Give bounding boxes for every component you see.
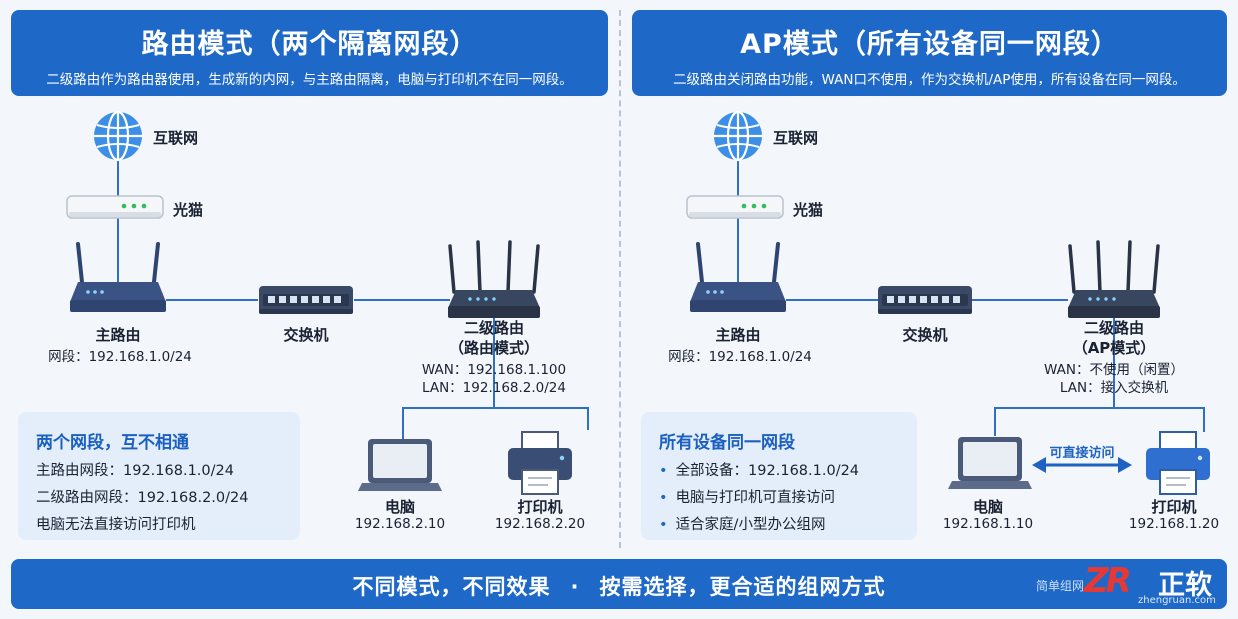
switch-icon <box>259 286 353 314</box>
left-info-box: 两个网段，互不相通 主路由网段：192.168.1.0/24 二级路由网段：19… <box>18 412 300 540</box>
secondary-router-mode: （AP模式） <box>1072 339 1156 357</box>
modem-icon <box>66 195 164 219</box>
printer-label: 打印机 <box>1151 498 1197 516</box>
main-router-segment: 网段：192.168.1.0/24 <box>48 349 192 365</box>
pc-ip: 192.168.2.10 <box>354 516 446 532</box>
internet-label: 互联网 <box>773 129 819 147</box>
modem-label: 光猫 <box>173 201 204 219</box>
pc-label: 电脑 <box>384 498 416 516</box>
list-item: 二级路由网段：192.168.2.0/24 <box>36 490 249 506</box>
printer-icon <box>507 431 573 495</box>
secondary-router-mode: （路由模式） <box>448 339 540 357</box>
brand-letters: ZR <box>1084 561 1132 601</box>
printer-label: 打印机 <box>517 498 563 516</box>
modem-icon <box>686 195 784 219</box>
list-item: 电脑与打印机可直接访问 <box>659 485 859 512</box>
left-info-title: 两个网段，互不相通 <box>36 433 189 453</box>
footer-text: 不同模式，不同效果 · 按需选择，更合适的组网方式 <box>11 571 1227 601</box>
list-item: 主路由网段：192.168.1.0/24 <box>36 463 234 479</box>
lan-label: LAN：接入交换机 <box>1059 380 1169 396</box>
brand-domain: zhengruan.com <box>1138 595 1216 606</box>
modem-label: 光猫 <box>793 201 824 219</box>
right-panel-subtitle: 二级路由关闭路由功能，WAN口不使用，作为交换机/AP使用，所有设备在同一网段。 <box>673 72 1186 88</box>
double-arrow-icon <box>1032 457 1132 473</box>
right-info-title: 所有设备同一网段 <box>659 433 795 453</box>
main-router-label: 主路由 <box>715 326 761 344</box>
left-panel-header: 路由模式（两个隔离网段） 二级路由作为路由器使用，生成新的内网，与主路由隔离，电… <box>11 10 608 96</box>
right-panel-title: AP模式（所有设备同一网段） <box>740 29 1119 60</box>
footer-part2: 按需选择，更合适的组网方式 <box>599 575 886 599</box>
wan-label: WAN：192.168.1.100 <box>421 362 567 378</box>
footer-part1: 不同模式，不同效果 <box>352 575 551 599</box>
list-item: 适合家庭/小型办公组网 <box>659 512 859 539</box>
switch-label: 交换机 <box>283 326 329 344</box>
footer-separator: · <box>570 575 580 599</box>
left-panel-subtitle: 二级路由作为路由器使用，生成新的内网，与主路由隔离，电脑与打印机不在同一网段。 <box>46 72 573 88</box>
main-router-segment: 网段：192.168.1.0/24 <box>668 349 812 365</box>
router-icon <box>446 240 542 320</box>
lan-label: LAN：192.168.2.0/24 <box>422 380 566 396</box>
router-icon <box>1066 240 1162 320</box>
left-panel-title: 路由模式（两个隔离网段） <box>141 29 478 60</box>
wan-label: WAN：不使用（闲置） <box>1044 362 1184 378</box>
printer-ip: 192.168.2.20 <box>494 516 586 532</box>
brand-logo: ZR 正软 zhengruan.com <box>1082 561 1228 609</box>
internet-label: 互联网 <box>153 129 199 147</box>
left-info-list: 主路由网段：192.168.1.0/24 二级路由网段：192.168.2.0/… <box>36 458 248 539</box>
secondary-router-label: 二级路由 <box>1083 319 1145 337</box>
direct-access-label: 可直接访问 <box>1049 446 1115 461</box>
watermark-text: 简单组网 <box>1036 579 1085 593</box>
brand-name: 正软 <box>1158 570 1212 601</box>
laptop-icon <box>358 439 442 491</box>
footer-banner: 不同模式，不同效果 · 按需选择，更合适的组网方式 <box>11 559 1227 609</box>
right-panel-header: AP模式（所有设备同一网段） 二级路由关闭路由功能，WAN口不使用，作为交换机/… <box>632 10 1227 96</box>
right-links <box>737 160 1205 436</box>
switch-icon <box>878 286 972 314</box>
secondary-router-label: 二级路由 <box>463 319 525 337</box>
right-info-list: 全部设备：192.168.1.0/24 电脑与打印机可直接访问 适合家庭/小型办… <box>659 458 859 539</box>
pc-ip: 192.168.1.10 <box>942 516 1034 532</box>
pc-label: 电脑 <box>972 498 1004 516</box>
list-item: 电脑无法直接访问打印机 <box>36 517 196 533</box>
printer-ip: 192.168.1.20 <box>1128 516 1220 532</box>
main-router-label: 主路由 <box>95 326 141 344</box>
right-info-box: 所有设备同一网段 全部设备：192.168.1.0/24 电脑与打印机可直接访问… <box>641 412 917 540</box>
globe-icon <box>92 110 144 162</box>
switch-label: 交换机 <box>902 326 948 344</box>
list-item: 全部设备：192.168.1.0/24 <box>659 458 859 485</box>
globe-icon <box>712 110 764 162</box>
panel-divider <box>619 10 621 548</box>
laptop-icon <box>948 437 1032 489</box>
left-links <box>117 160 589 440</box>
printer-icon <box>1145 431 1211 495</box>
